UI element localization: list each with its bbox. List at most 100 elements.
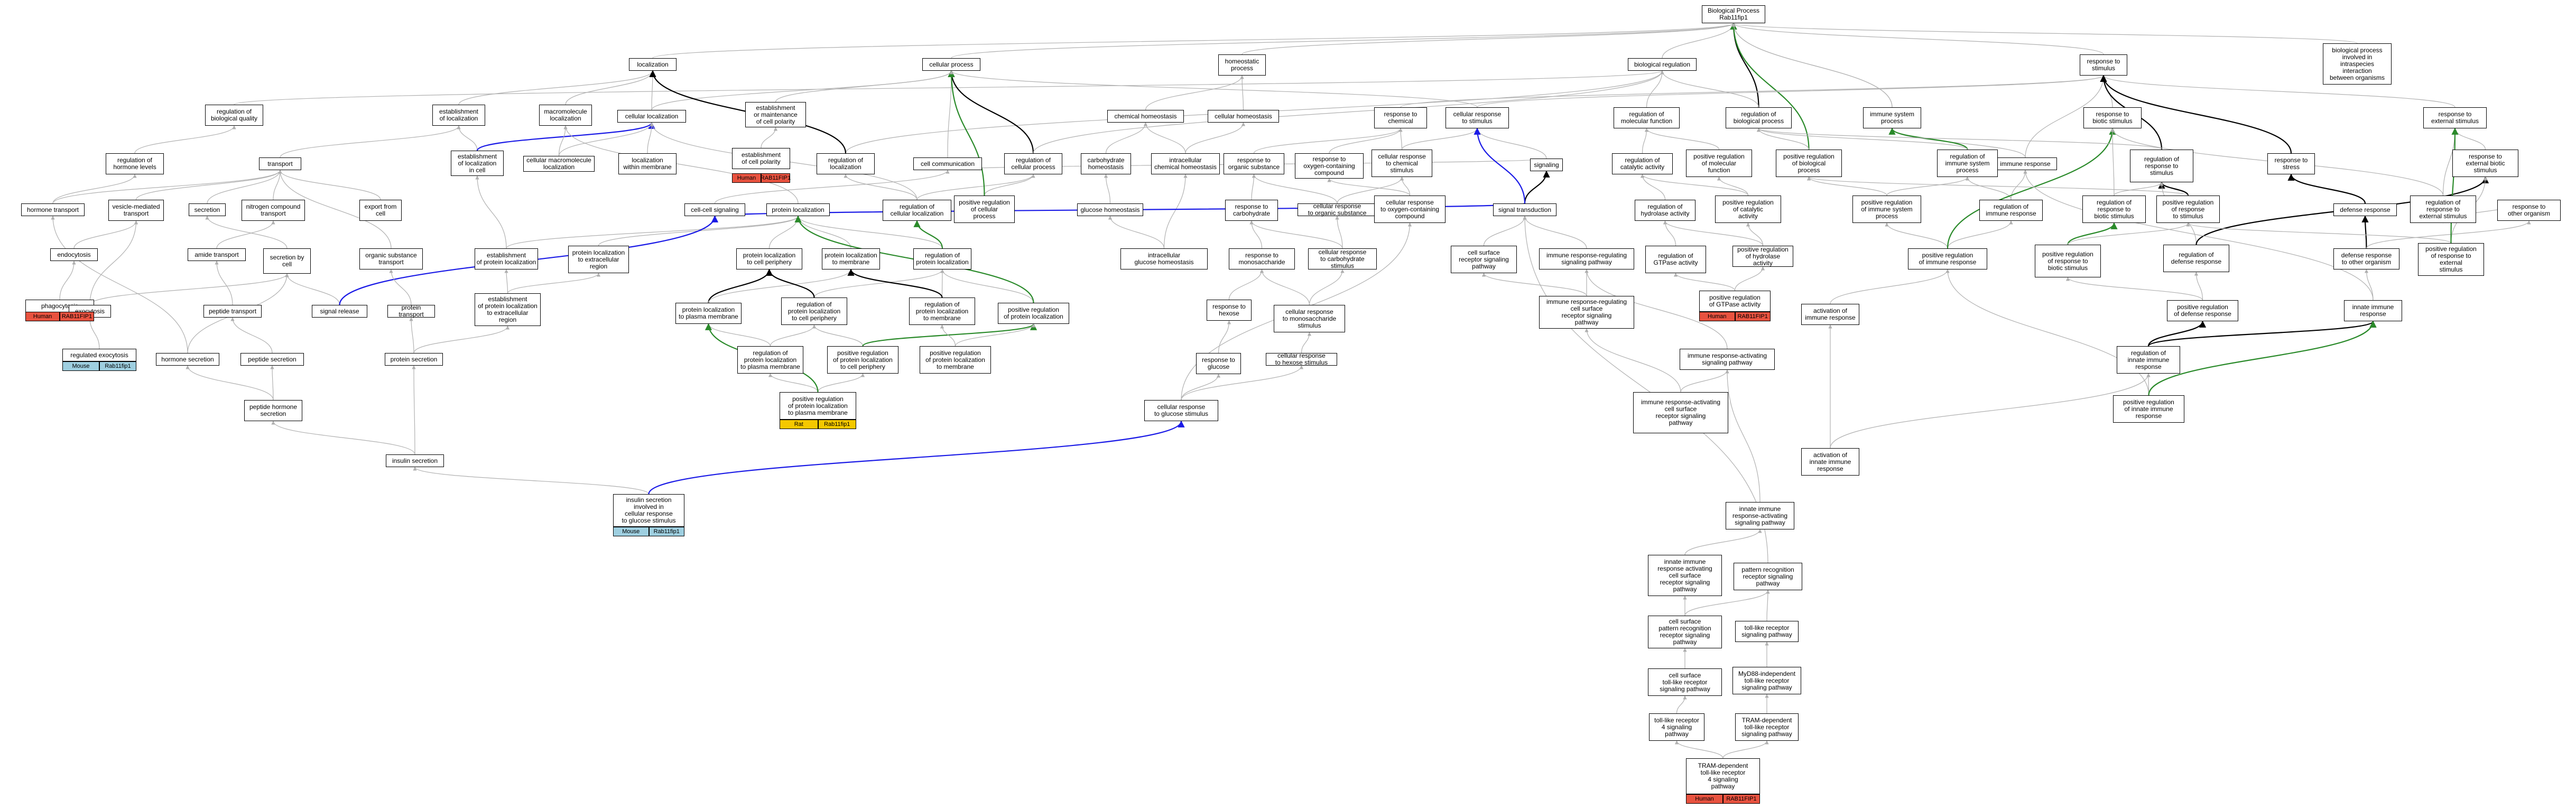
go-term-cellular-response-to-stimulus[interactable]: cellular response to stimulus (1445, 107, 1509, 128)
go-term-cellular-response-to-oxygen-containing-compound[interactable]: cellular response to oxygen-containing c… (1374, 196, 1445, 223)
go-term-protein-secretion[interactable]: protein secretion (385, 353, 443, 366)
go-term-immune-response-activating-signaling-pathway[interactable]: immune response-activating signaling pat… (1680, 349, 1775, 370)
go-term-pattern-recognition-receptor-signaling-pathway[interactable]: pattern recognition receptor signaling p… (1734, 563, 1802, 590)
go-term-regulation-of-cellular-process[interactable]: regulation of cellular process (1004, 153, 1062, 174)
go-term-response-to-other-organism[interactable]: response to other organism (2497, 200, 2561, 221)
go-term-response-to-glucose[interactable]: response to glucose (1196, 353, 1241, 374)
go-term-response-to-biotic-stimulus[interactable]: response to biotic stimulus (2083, 107, 2142, 128)
go-term-response-to-stress[interactable]: response to stress (2267, 153, 2315, 174)
go-term-activation-of-immune-response[interactable]: activation of immune response (1801, 304, 1859, 325)
go-term-positive-regulation-of-response-to-stimulus[interactable]: positive regulation of response to stimu… (2156, 196, 2220, 223)
go-term-export-from-cell[interactable]: export from cell (359, 200, 402, 221)
go-term-regulation-of-protein-localization-to-cell-periphery[interactable]: regulation of protein localization to ce… (781, 297, 847, 325)
go-term-innate-immune-response-activating-cell-surface-receptor-signaling-pathway[interactable]: innate immune response activating cell s… (1648, 555, 1722, 596)
go-term-response-to-hexose[interactable]: response to hexose (1207, 300, 1252, 321)
go-term-signal-release[interactable]: signal release (312, 305, 367, 318)
go-term-activation-of-innate-immune-response[interactable]: activation of innate immune response (1801, 448, 1859, 476)
go-term-cellular-localization[interactable]: cellular localization (617, 110, 686, 123)
go-term-peptide-hormone-secretion[interactable]: peptide hormone secretion (244, 400, 302, 421)
go-term-regulation-of-molecular-function[interactable]: regulation of molecular function (1614, 107, 1680, 128)
go-term-tram-dependent-toll-like-receptor-signaling-pathway[interactable]: TRAM-dependent toll-like receptor signal… (1735, 713, 1799, 741)
go-term-transport[interactable]: transport (259, 157, 301, 170)
go-term-localization[interactable]: localization (629, 58, 677, 71)
go-term-toll-like-receptor-4-signaling-pathway[interactable]: toll-like receptor 4 signaling pathway (1649, 713, 1704, 741)
go-term-myd88-independent-toll-like-receptor-signaling-pathway[interactable]: MyD88-independent toll-like receptor sig… (1732, 667, 1801, 694)
go-term-immune-response[interactable]: immune response (1994, 157, 2057, 170)
go-term-positive-regulation-of-cellular-process[interactable]: positive regulation of cellular process (954, 196, 1015, 223)
go-term-regulation-of-response-to-stimulus[interactable]: regulation of response to stimulus (2130, 150, 2193, 182)
go-term-intracellular-glucose-homeostasis[interactable]: intracellular glucose homeostasis (1120, 248, 1208, 269)
go-term-regulation-of-immune-system-process[interactable]: regulation of immune system process (1937, 150, 1998, 177)
go-term-carbohydrate-homeostasis[interactable]: carbohydrate homeostasis (1081, 153, 1131, 174)
go-term-cellular-process[interactable]: cellular process (922, 58, 980, 71)
go-term-endocytosis[interactable]: endocytosis (50, 248, 98, 261)
go-term-defense-response[interactable]: defense response (2333, 203, 2397, 216)
go-term-immune-response-regulating-cell-surface-receptor-signaling-pathway[interactable]: immune response-regulating cell surface … (1539, 296, 1634, 329)
go-term-toll-like-receptor-signaling-pathway[interactable]: toll-like receptor signaling pathway (1735, 621, 1799, 642)
go-term-vesicle-mediated-transport[interactable]: vesicle-mediated transport (108, 200, 164, 221)
go-term-cell-surface-receptor-signaling-pathway[interactable]: cell surface receptor signaling pathway (1451, 246, 1517, 273)
go-term-cell-cell-signaling[interactable]: cell-cell signaling (684, 203, 745, 216)
go-term-phagocytosis[interactable]: phagocytosis (25, 300, 94, 312)
go-term-response-to-monosaccharide[interactable]: response to monosaccharide (1229, 248, 1295, 269)
go-term-tram-dependent-toll-like-receptor-4-signaling-pathway[interactable]: TRAM-dependent toll-like receptor 4 sign… (1686, 758, 1760, 794)
go-term-positive-regulation-of-hydrolase-activity[interactable]: positive regulation of hydrolase activit… (1732, 246, 1793, 267)
go-term-secretion[interactable]: secretion (189, 203, 226, 216)
go-term-regulation-of-protein-localization[interactable]: regulation of protein localization (913, 248, 971, 269)
go-term-localization-within-membrane[interactable]: localization within membrane (618, 153, 677, 174)
go-term-positive-regulation-of-protein-localization-to-membrane[interactable]: positive regulation of protein localizat… (920, 346, 991, 374)
go-term-homeostatic-process[interactable]: homeostatic process (1218, 54, 1266, 76)
go-term-establishment-or-maintenance-of-cell-polarity[interactable]: establishment or maintenance of cell pol… (745, 102, 806, 127)
go-term-regulation-of-hydrolase-activity[interactable]: regulation of hydrolase activity (1635, 200, 1695, 221)
go-term-innate-immune-response-activating-signaling-pathway[interactable]: innate immune response-activating signal… (1726, 502, 1794, 529)
go-term-regulation-of-response-to-biotic-stimulus[interactable]: regulation of response to biotic stimulu… (2082, 196, 2146, 223)
go-term-protein-localization-to-plasma-membrane[interactable]: protein localization to plasma membrane (675, 303, 742, 324)
go-term-regulation-of-cellular-localization[interactable]: regulation of cellular localization (883, 200, 951, 221)
go-term-defense-response-to-other-organism[interactable]: defense response to other organism (2333, 248, 2399, 269)
go-term-macromolecule-localization[interactable]: macromolecule localization (539, 105, 592, 126)
go-term-regulation-of-innate-immune-response[interactable]: regulation of innate immune response (2117, 346, 2180, 374)
go-term-peptide-secretion[interactable]: peptide secretion (240, 353, 304, 366)
go-term-cellular-response-to-hexose-stimulus[interactable]: cellular response to hexose stimulus (1266, 352, 1337, 366)
go-term-positive-regulation-of-gtpase-activity[interactable]: positive regulation of GTPase activity (1699, 291, 1771, 312)
go-term-peptide-transport[interactable]: peptide transport (203, 305, 262, 318)
go-term-cellular-response-to-carbohydrate-stimulus[interactable]: cellular response to carbohydrate stimul… (1308, 248, 1377, 269)
go-term-regulation-of-biological-process[interactable]: regulation of biological process (1726, 107, 1792, 128)
go-term-cell-surface-toll-like-receptor-signaling-pathway[interactable]: cell surface toll-like receptor signalin… (1648, 668, 1722, 696)
go-term-nitrogen-compound-transport[interactable]: nitrogen compound transport (242, 200, 305, 221)
go-term-cellular-response-to-organic-substance[interactable]: cellular response to organic substance (1298, 203, 1377, 217)
go-term-cellular-response-to-monosaccharide-stimulus[interactable]: cellular response to monosaccharide stim… (1274, 305, 1345, 332)
go-term-innate-immune-response[interactable]: innate immune response (2344, 300, 2402, 321)
go-term-protein-transport[interactable]: protein transport (387, 304, 435, 318)
go-term-positive-regulation-of-catalytic-activity[interactable]: positive regulation of catalytic activit… (1715, 196, 1781, 223)
go-term-immune-response-activating-cell-surface-receptor-signaling-pathway[interactable]: immune response-activating cell surface … (1633, 392, 1728, 433)
go-term-regulation-of-response-to-external-stimulus[interactable]: regulation of response to external stimu… (2410, 196, 2476, 223)
go-term-establishment-of-protein-localization[interactable]: establishment of protein localization (475, 248, 538, 269)
go-term-regulation-of-defense-response[interactable]: regulation of defense response (2163, 245, 2229, 272)
go-term-amide-transport[interactable]: amide transport (188, 248, 246, 261)
go-term-response-to-external-stimulus[interactable]: response to external stimulus (2423, 107, 2487, 128)
go-term-cellular-macromolecule-localization[interactable]: cellular macromolecule localization (523, 156, 595, 172)
go-term-positive-regulation-of-response-to-biotic-stimulus[interactable]: positive regulation of response to bioti… (2035, 245, 2101, 277)
go-term-regulated-exocytosis[interactable]: regulated exocytosis (62, 349, 136, 361)
go-term-positive-regulation-of-innate-immune-response[interactable]: positive regulation of innate immune res… (2113, 395, 2184, 423)
go-term-regulation-of-catalytic-activity[interactable]: regulation of catalytic activity (1612, 153, 1673, 174)
go-term-chemical-homeostasis[interactable]: chemical homeostasis (1107, 110, 1184, 123)
go-term-insulin-secretion[interactable]: insulin secretion (386, 454, 444, 467)
go-term-insulin-secretion-involved-in-cellular-response-to-glucose-stimulus[interactable]: insulin secretion involved in cellular r… (613, 494, 684, 527)
go-term-response-to-stimulus[interactable]: response to stimulus (2080, 54, 2127, 76)
go-term-regulation-of-gtpase-activity[interactable]: regulation of GTPase activity (1645, 246, 1706, 273)
go-term-positive-regulation-of-defense-response[interactable]: positive regulation of defense response (2167, 300, 2238, 321)
go-term-positive-regulation-of-biological-process[interactable]: positive regulation of biological proces… (1776, 150, 1842, 177)
go-term-secretion-by-cell[interactable]: secretion by cell (263, 248, 311, 274)
go-term-regulation-of-hormone-levels[interactable]: regulation of hormone levels (106, 153, 164, 174)
go-term-intracellular-chemical-homeostasis[interactable]: intracellular chemical homeostasis (1151, 153, 1220, 174)
go-term-cellular-homeostasis[interactable]: cellular homeostasis (1208, 110, 1279, 123)
go-term-regulation-of-protein-localization-to-membrane[interactable]: regulation of protein localization to me… (909, 297, 975, 325)
go-term-regulation-of-protein-localization-to-plasma-membrane[interactable]: regulation of protein localization to pl… (737, 346, 803, 374)
go-term-positive-regulation-of-response-to-external-stimulus[interactable]: positive regulation of response to exter… (2418, 243, 2484, 276)
go-term-protein-localization-to-membrane[interactable]: protein localization to membrane (822, 248, 880, 269)
go-term-signal-transduction[interactable]: signal transduction (1493, 203, 1556, 216)
go-term-cellular-response-to-glucose-stimulus[interactable]: cellular response to glucose stimulus (1144, 400, 1218, 421)
go-term-hormone-secretion[interactable]: hormone secretion (156, 353, 219, 366)
